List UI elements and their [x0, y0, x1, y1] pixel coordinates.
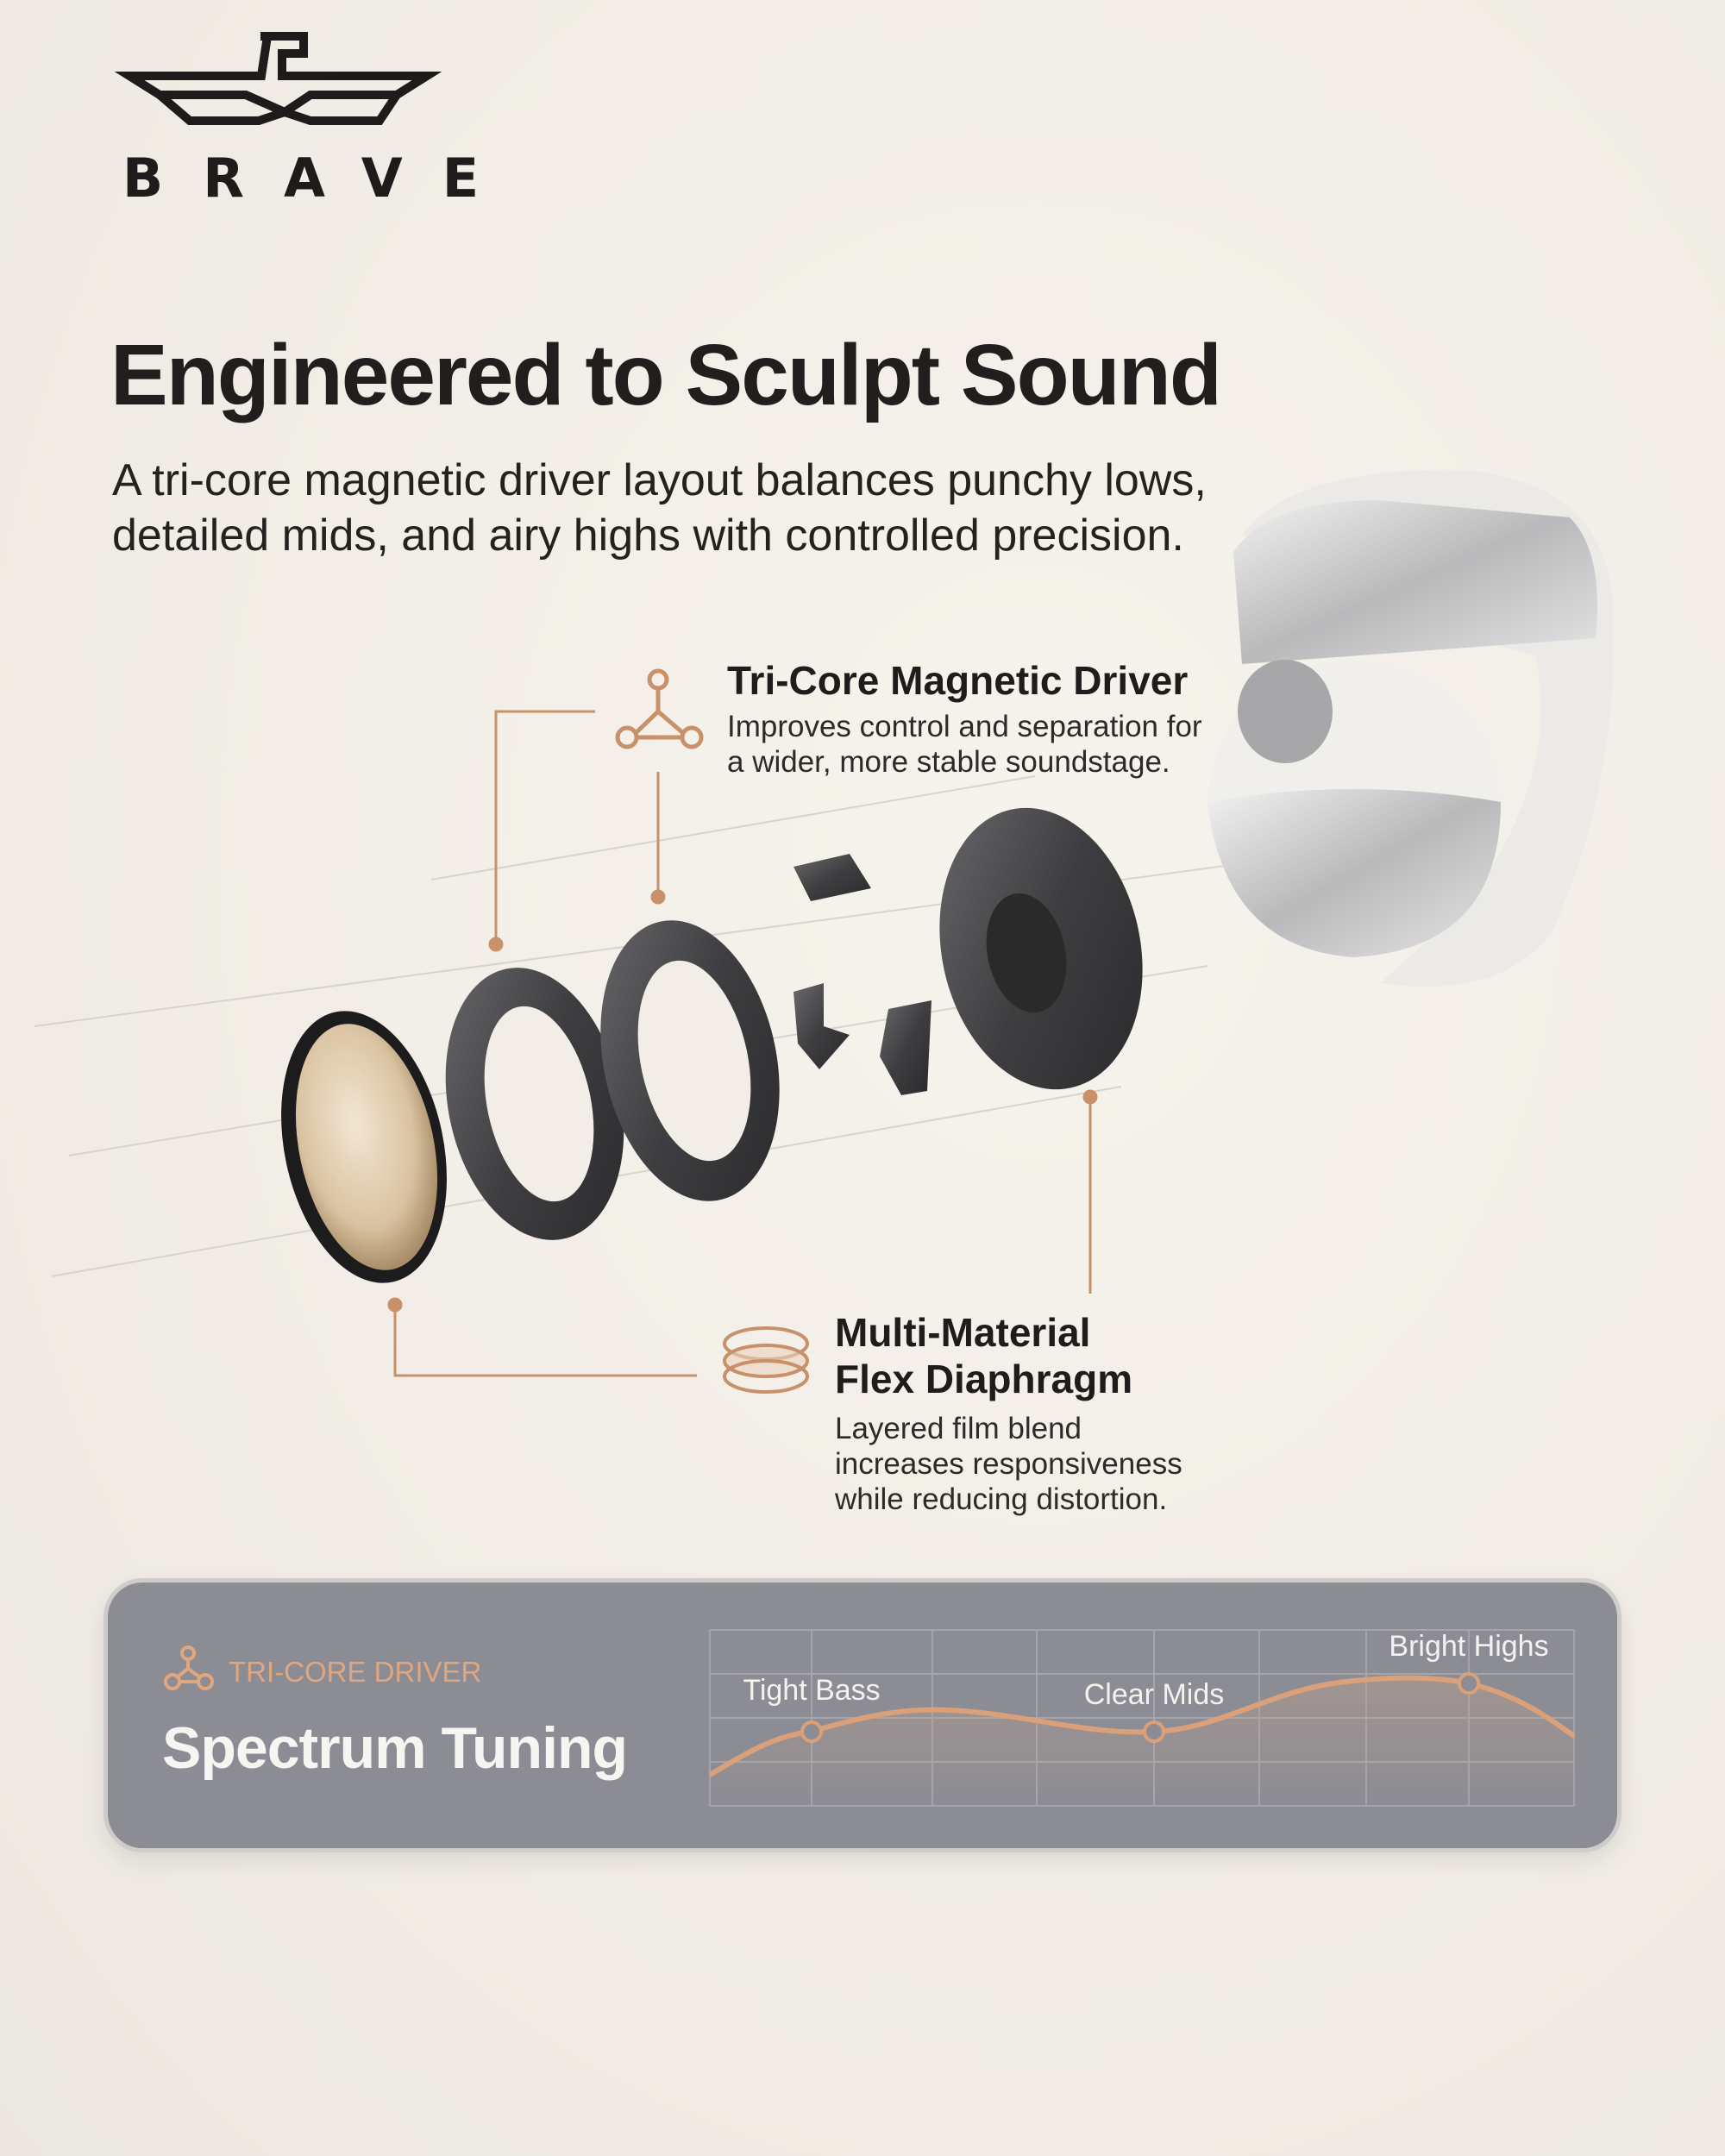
point-clear-mids: [1143, 1720, 1165, 1743]
desc-line: Improves control and separation for: [727, 710, 1202, 743]
diaphragm-disc: [281, 1011, 447, 1283]
back-plate: [939, 807, 1143, 1090]
desc-line: a wider, more stable soundstage.: [727, 745, 1170, 779]
page-title: Engineered to Sculpt Sound: [110, 327, 1222, 423]
subtitle-line: A tri-core magnetic driver layout balanc…: [112, 455, 1207, 505]
ring-magnet-1: [445, 968, 624, 1240]
tri-node-icon: [615, 668, 704, 749]
ring-magnet-2: [600, 920, 780, 1201]
label-bright-highs: Bright Highs: [1389, 1630, 1549, 1663]
brave-logo-emblem: [114, 32, 442, 125]
label-clear-mids: Clear Mids: [1083, 1678, 1225, 1711]
panel-kicker: TRI-CORE DRIVER: [229, 1656, 482, 1688]
callout-desc: Improves control and separation for a wi…: [727, 709, 1202, 780]
tri-node-small-icon: [164, 1645, 214, 1690]
magnet-segments: [794, 854, 932, 1095]
point-tight-bass: [800, 1720, 823, 1743]
desc-line: while reducing distortion.: [835, 1482, 1168, 1516]
brand-wordmark: BRAVE: [122, 147, 519, 210]
desc-line: Layered film blend: [835, 1412, 1082, 1445]
earbud-product-image: [1208, 469, 1615, 987]
callout-leaders: [387, 710, 1098, 1377]
callout-desc: Layered film blend increases responsiven…: [835, 1411, 1182, 1517]
callout-title: Multi-Material Flex Diaphragm: [835, 1309, 1182, 1402]
title-line: Multi-Material: [835, 1310, 1091, 1355]
page-subtitle: A tri-core magnetic driver layout balanc…: [112, 453, 1320, 563]
callout-title: Tri-Core Magnetic Driver: [727, 658, 1189, 703]
panel-title: Spectrum Tuning: [162, 1715, 628, 1781]
point-bright-highs: [1458, 1672, 1480, 1695]
callout-tri-core-driver: Tri-Core Magnetic Driver Improves contro…: [727, 657, 1202, 780]
desc-line: increases responsiveness: [835, 1447, 1182, 1481]
callout-flex-diaphragm: Multi-Material Flex Diaphragm Layered fi…: [835, 1309, 1182, 1517]
label-tight-bass: Tight Bass: [743, 1674, 881, 1707]
layered-disc-icon: [723, 1326, 809, 1394]
subtitle-line: detailed mids, and airy highs with contr…: [112, 511, 1184, 561]
title-line: Flex Diaphragm: [835, 1357, 1133, 1401]
